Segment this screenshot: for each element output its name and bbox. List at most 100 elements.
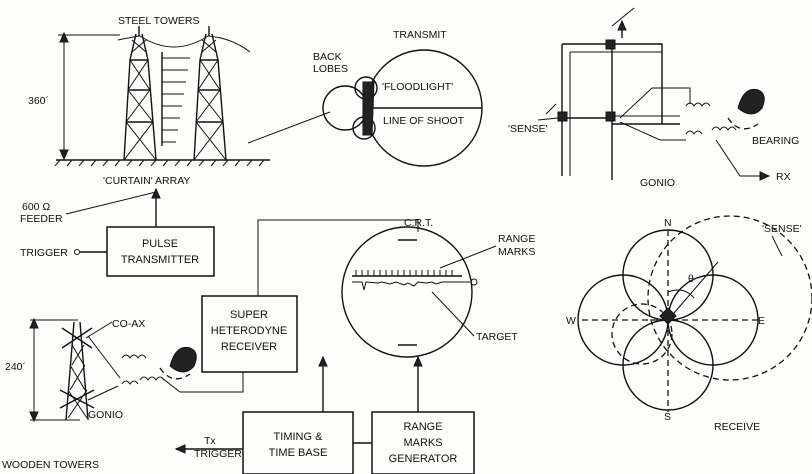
timing-box <box>242 411 354 474</box>
pulse-transmitter-box <box>106 226 215 277</box>
wooden-tower-group: CO-AX 240´ GONIO WOODEN TOWERS <box>2 317 244 471</box>
gonio-search-coil <box>139 376 165 381</box>
range-generator-label-1: RANGE <box>403 421 442 433</box>
center-feed-point <box>605 111 616 122</box>
trigger-label: TRIGGER <box>20 247 68 259</box>
crt-output-terminal <box>470 278 478 286</box>
height-360-label: 360´ <box>28 95 49 107</box>
gonio-coil-left <box>121 380 139 385</box>
ground-hatch <box>54 159 265 167</box>
trigger-terminal <box>74 249 80 255</box>
arrow-up-icon-2 <box>29 317 39 329</box>
tx-trigger-arrow-icon <box>174 444 186 454</box>
gonio-feed-lines <box>619 87 691 141</box>
bearing-rotation-arc <box>727 117 759 130</box>
steel-towers-group: STEEL TOWERS 360´ <box>28 15 331 187</box>
bearing-label: BEARING <box>752 135 799 147</box>
range-marks-label-1: RANGE <box>498 233 535 245</box>
gonio-knob-icon <box>169 346 197 373</box>
wooden-towers-label: WOODEN TOWERS <box>2 459 99 471</box>
east-label: E <box>758 315 765 327</box>
target-pointer <box>431 291 475 337</box>
coax-label: CO-AX <box>112 318 145 330</box>
pulse-transmitter-label-1: PULSE <box>142 238 178 250</box>
right-steel-tower <box>193 26 227 161</box>
back-lobes-label-2: LOBES <box>313 63 348 75</box>
top-feed-point <box>605 39 616 50</box>
feeder-pointer <box>65 191 157 215</box>
back-lobe-large <box>322 85 368 131</box>
sense-polar-pointer <box>771 235 783 257</box>
crt-range-ticks <box>355 270 453 276</box>
gonio-coil-upper <box>121 354 147 359</box>
coax-line <box>85 321 113 339</box>
center-crossing-mark <box>659 307 677 325</box>
arrow-down-icon-2 <box>29 411 39 423</box>
target-label: TARGET <box>476 331 518 343</box>
wooden-tower-bracing <box>67 344 88 419</box>
receiver-label-2: HETERODYNE <box>211 325 287 337</box>
rx-arrow-icon <box>759 171 771 181</box>
range-marks-pointer <box>439 245 497 269</box>
tx-trigger-label-1: Tx <box>204 435 216 447</box>
north-label: N <box>664 217 672 229</box>
tx-trigger-label-2: TRIGGER <box>194 448 242 460</box>
gonio-search-coil-2 <box>711 126 737 131</box>
receiver-label-3: RECEIVER <box>221 341 277 353</box>
left-feed-point <box>557 111 568 122</box>
gonio-coil-1 <box>685 102 711 107</box>
theta-label: θ <box>688 273 694 285</box>
upper-dipole-icon <box>61 327 93 349</box>
top-diagonal <box>611 7 635 27</box>
crt-signal-trace <box>352 281 470 291</box>
up-arrow-icon <box>617 19 627 31</box>
rx-line <box>715 139 768 177</box>
sense-top-label: 'SENSE' <box>508 123 548 135</box>
bearing-vector <box>667 261 719 321</box>
timing-arrow-icon <box>318 355 328 367</box>
range-generator-label-2: MARKS <box>403 437 442 449</box>
receive-pattern-group: N S W E θ 'SENSE' RECEIVE <box>566 215 812 433</box>
receiver-box <box>201 295 298 373</box>
upper-feed-line <box>87 335 121 379</box>
crt-screen <box>341 226 473 358</box>
gonio-coil-2 <box>685 130 703 135</box>
south-label: S <box>664 411 671 423</box>
guy-wires <box>117 35 251 53</box>
sense-cardioid-lobe <box>647 215 812 381</box>
receiver-chain: SUPER HETERODYNE RECEIVER TIMING & TIME … <box>174 219 475 474</box>
catenary-wire <box>139 35 209 48</box>
feeder-arrow-icon <box>151 187 161 199</box>
receive-label: RECEIVE <box>714 421 760 433</box>
gonio-left-label: GONIO <box>88 409 123 421</box>
gonio-right-label: GONIO <box>640 177 675 189</box>
timing-label-1: TIMING & <box>274 431 324 443</box>
feeder-label-2: FEEDER <box>20 213 63 225</box>
crossed-dipole-inner <box>569 51 680 176</box>
back-lobes-label-1: BACK <box>313 51 342 63</box>
feeder-label-1: 600 Ω <box>22 201 50 213</box>
sense-line <box>537 117 559 121</box>
curtain-array-elements <box>161 52 190 146</box>
timing-label-2: TIME BASE <box>269 447 328 459</box>
pulse-transmitter-label-2: TRANSMITTER <box>121 254 199 266</box>
array-to-pattern-line <box>247 111 331 144</box>
lower-dipole-icon <box>59 389 95 409</box>
arrow-down-icon <box>59 149 69 161</box>
steel-towers-label: STEEL TOWERS <box>118 15 200 27</box>
range-arrow-icon <box>413 355 423 367</box>
transmitter-chain: 600 Ω FEEDER PULSE TRANSMITTER TRIGGER <box>20 187 215 277</box>
left-steel-tower <box>123 26 157 161</box>
gonio-rotation-arc <box>159 367 191 380</box>
sense-small-lobe <box>611 303 673 365</box>
west-label: W <box>566 315 576 327</box>
rx-label: RX <box>776 171 791 183</box>
line-of-shoot-label: LINE OF SHOOT <box>383 115 465 127</box>
range-marks-label-2: MARKS <box>498 246 535 258</box>
height-240-label: 240´ <box>5 361 26 373</box>
receiver-label-1: SUPER <box>230 309 268 321</box>
floodlight-label: 'FLOODLIGHT' <box>382 81 453 93</box>
sense-switch <box>545 103 557 115</box>
